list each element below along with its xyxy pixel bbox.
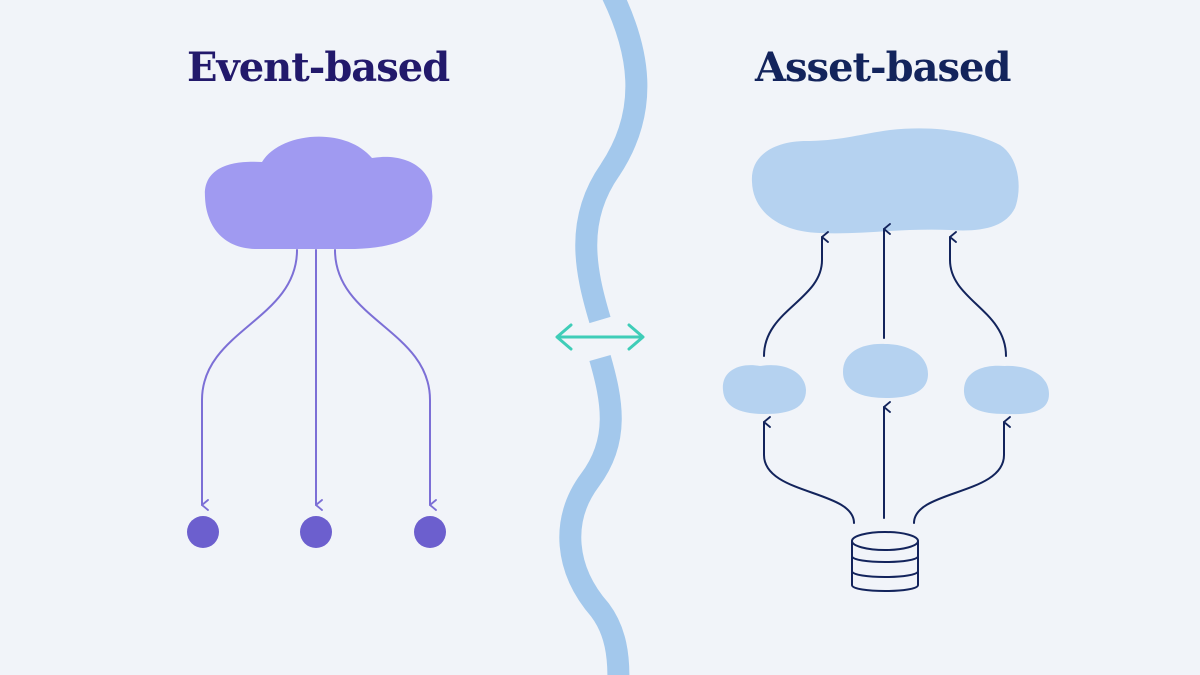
event-line-right (334, 249, 437, 511)
event-target-dot-middle (300, 516, 332, 548)
asset-upper-arrows (763, 223, 1007, 357)
asset-arrow-right-lower (913, 416, 1011, 524)
event-line-left (201, 249, 298, 511)
asset-lower-arrows (763, 401, 1011, 524)
asset-small-cloud-left (722, 365, 806, 414)
asset-arrow-left-lower (763, 416, 855, 524)
event-target-dot-right (414, 516, 446, 548)
database-icon (851, 531, 919, 592)
asset-arrow-right-up (949, 231, 1007, 357)
event-based-title: Event-based (187, 44, 450, 91)
event-target-dot-left (187, 516, 219, 548)
asset-small-cloud-right (963, 365, 1049, 415)
asset-main-cloud (751, 128, 1019, 234)
asset-based-title: Asset-based (755, 44, 1011, 91)
event-main-cloud (204, 136, 433, 249)
asset-small-cloud-middle (843, 343, 928, 398)
event-fanout-lines (201, 249, 437, 511)
asset-arrow-left-up (763, 231, 829, 357)
divider-river-lower (559, 354, 630, 675)
double-headed-arrow-icon (555, 323, 645, 351)
divider-river (575, 0, 648, 324)
